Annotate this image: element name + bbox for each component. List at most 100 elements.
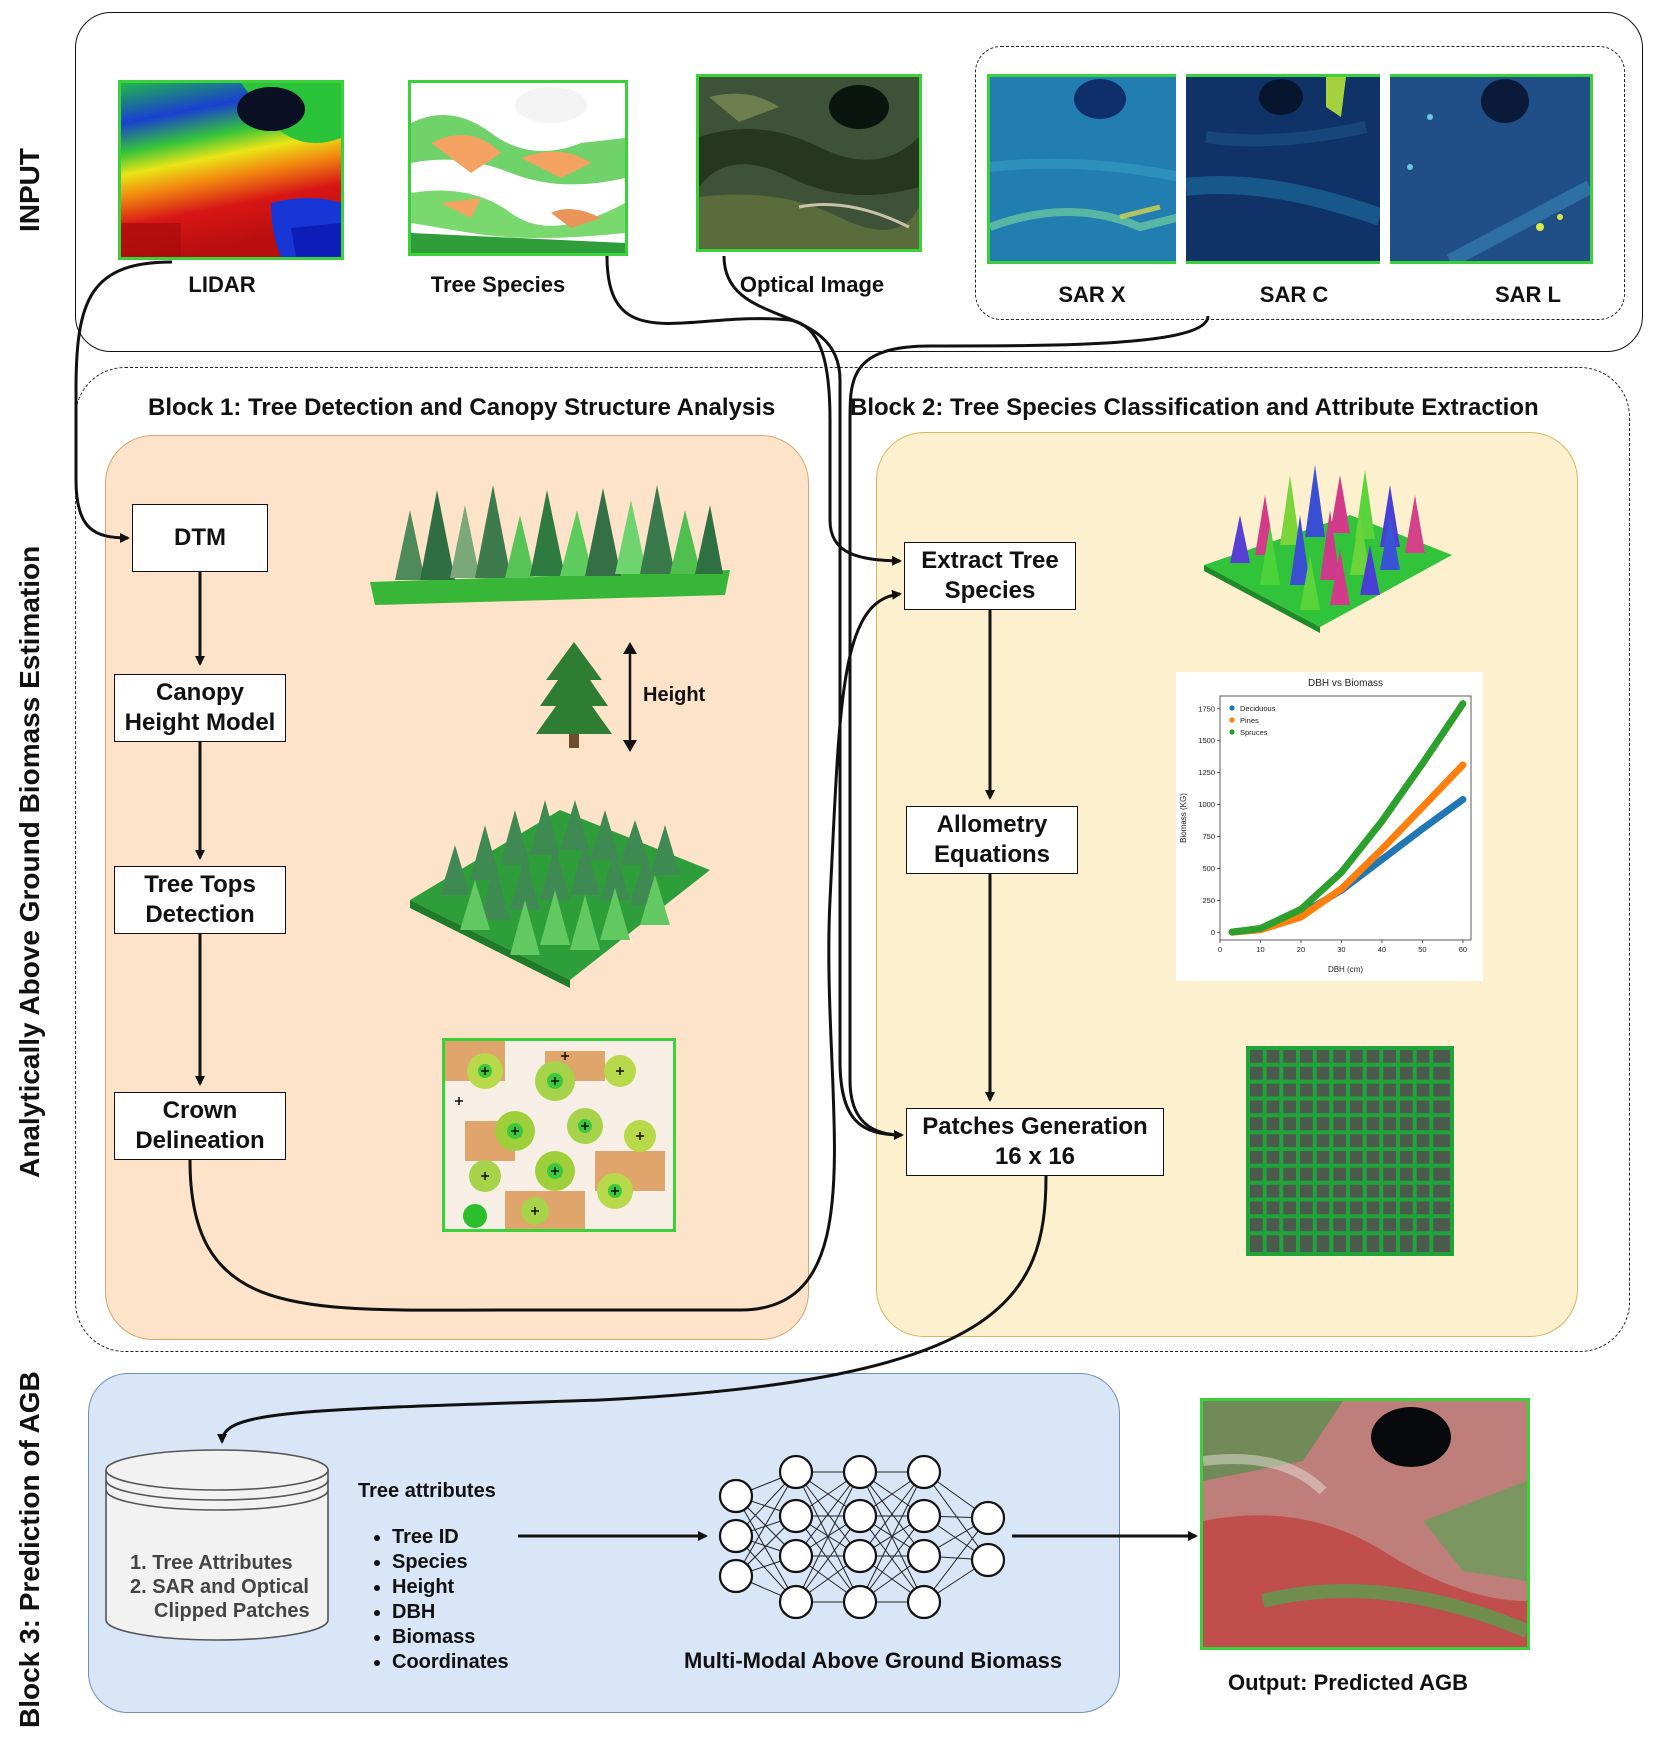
chart-title: DBH vs Biomass (1308, 678, 1383, 689)
nn-edge (795, 1471, 861, 1557)
chart-xtick-label: 30 (1337, 945, 1345, 954)
nn-node (778, 1454, 814, 1490)
attr-item: Coordinates (392, 1650, 509, 1675)
chart-xtick-label: 10 (1256, 945, 1264, 954)
chart-point (1419, 825, 1426, 833)
chart-xtick-label: 20 (1297, 945, 1305, 954)
nn-edge (859, 1515, 925, 1603)
sar-c-image (1186, 74, 1380, 264)
sar-divider-2 (1380, 74, 1390, 264)
sar-divider-1 (1176, 74, 1186, 264)
nn-node (842, 1538, 878, 1574)
nn-node (906, 1498, 942, 1534)
chart-ylabel: Biomass (KG) (1179, 793, 1188, 843)
chart-xlabel: DBH (cm) (1328, 965, 1363, 974)
chart-ytick-label: 500 (1202, 864, 1215, 873)
nn-edge (923, 1471, 989, 1561)
tree-icon (536, 640, 612, 750)
nn-edge (735, 1495, 797, 1603)
nn-node (778, 1498, 814, 1534)
nn-node (842, 1584, 878, 1620)
chart-ytick-label: 0 (1211, 928, 1215, 937)
nn-node (778, 1584, 814, 1620)
nn-node (778, 1538, 814, 1574)
sar-c-label: SAR C (1259, 282, 1329, 307)
chart-point (1459, 700, 1467, 707)
nn-label: Multi-Modal Above Ground Biomass (684, 1648, 1063, 1673)
chart-point (1257, 925, 1264, 932)
lidar-label: LIDAR (188, 272, 256, 297)
nn-edge (795, 1471, 861, 1603)
chart-point (1228, 928, 1236, 936)
output-label: Output: Predicted AGB (1228, 1670, 1468, 1695)
nn-node (718, 1478, 754, 1514)
chart-point (1378, 817, 1386, 825)
nn-node (906, 1584, 942, 1620)
height-label: Height (643, 684, 706, 706)
tree-species-label: Tree Species (430, 272, 566, 297)
chart-plot-area (1219, 695, 1472, 941)
chart-point (1459, 761, 1467, 769)
nn-node (842, 1498, 878, 1534)
output-agb-image (1200, 1398, 1530, 1650)
attr-title: Tree attributes (358, 1480, 496, 1502)
nn-edge (859, 1471, 925, 1603)
forest-3d-side (365, 470, 735, 610)
neural-network (714, 1446, 1014, 1626)
chart-xtick-label: 0 (1218, 945, 1222, 954)
chart-ytick-label: 1750 (1198, 704, 1215, 713)
nn-node (842, 1454, 878, 1490)
block2-title: Block 2: Tree Species Classification and… (850, 394, 1539, 421)
chart-legend-label: Deciduous (1240, 704, 1276, 713)
nn-node (906, 1538, 942, 1574)
chart-legend-marker (1229, 717, 1235, 723)
sar-x-image (987, 74, 1182, 264)
nn-node (906, 1454, 942, 1490)
nn-edge (795, 1515, 861, 1603)
chart-point (1338, 869, 1345, 876)
sar-l-label: SAR L (1495, 282, 1561, 307)
dtm-label: DTM (174, 524, 226, 551)
height-arrow (620, 642, 640, 752)
attr-item: DBH (392, 1600, 509, 1625)
section-label-input: INPUT (14, 148, 45, 232)
nn-node (718, 1518, 754, 1554)
block1-title: Block 1: Tree Detection and Canopy Struc… (148, 394, 776, 421)
nn-node (970, 1542, 1006, 1578)
db-item-1: 1. Tree Attributes (130, 1552, 293, 1574)
chart-legend-label: Spruces (1240, 728, 1268, 737)
nn-edge (923, 1517, 989, 1603)
attr-item: Biomass (392, 1625, 509, 1650)
optical-image (696, 74, 922, 252)
sar-l-image (1390, 74, 1593, 264)
attr-item: Species (392, 1550, 509, 1575)
attr-list: Tree ID Species Height DBH Biomass Coord… (362, 1525, 509, 1675)
chart-legend-marker (1229, 729, 1235, 735)
chart-point (1338, 885, 1345, 893)
optical-label: Optical Image (739, 272, 885, 297)
chart-ytick-label: 1250 (1198, 768, 1215, 777)
database-cylinder (104, 1448, 330, 1643)
nn-edge (859, 1471, 925, 1557)
forest-3d-top (400, 770, 720, 990)
lidar-image (118, 80, 344, 260)
tree-species-image (408, 80, 628, 256)
section-label-analytical: Analytically Above Ground Biomass Estima… (14, 545, 45, 1178)
attr-item: Tree ID (392, 1525, 509, 1550)
species-3d-image (1200, 455, 1456, 635)
chart-xtick-label: 60 (1459, 945, 1467, 954)
chart-xtick-label: 40 (1378, 945, 1386, 954)
chart-legend-marker (1229, 705, 1235, 711)
chart-ytick-label: 1500 (1198, 736, 1215, 745)
nn-node (970, 1500, 1006, 1536)
chart-point (1419, 760, 1426, 767)
